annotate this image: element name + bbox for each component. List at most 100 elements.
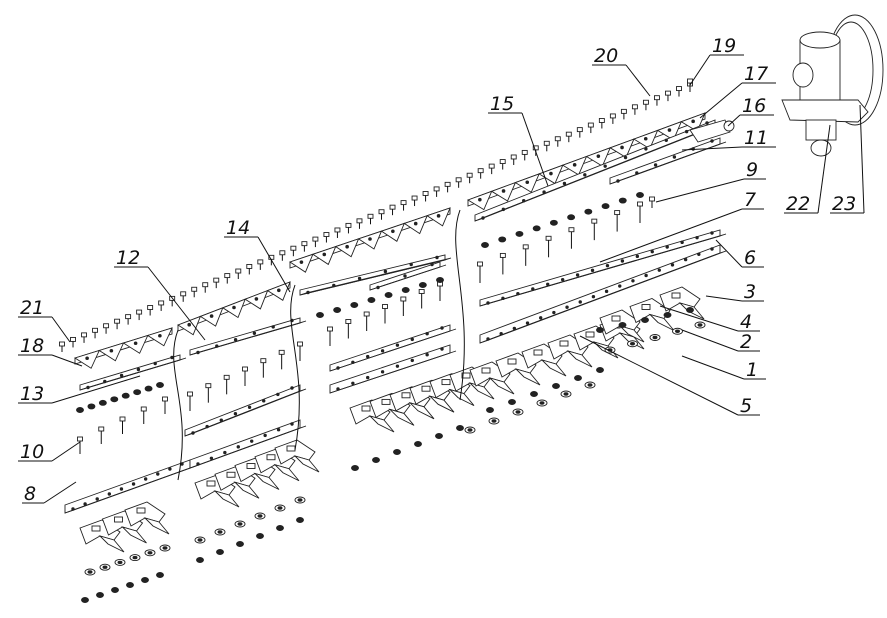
washer [214, 528, 226, 536]
washer [464, 426, 476, 434]
washer [627, 340, 638, 348]
finger-bolt [382, 304, 388, 324]
finger-bolt [591, 218, 598, 241]
bar-12-edge [189, 320, 307, 356]
bar-11-edge [609, 141, 727, 185]
nut [296, 517, 304, 523]
nut [384, 292, 393, 298]
finger-tip [120, 526, 147, 544]
knife-bolt [433, 186, 440, 197]
washer [294, 496, 306, 504]
finger-tip [488, 377, 515, 395]
finger-bolt [568, 227, 575, 249]
break-line [290, 284, 300, 451]
bar-hole [351, 360, 355, 364]
finger-bolt [522, 244, 529, 266]
bar-hole [512, 326, 517, 331]
nut [418, 282, 427, 288]
bar-hole [644, 147, 648, 151]
knife-bolt [642, 99, 649, 111]
drive-unit-22 [781, 14, 884, 157]
finger-bolt [327, 326, 333, 346]
washer [144, 549, 156, 557]
bar-hole [672, 155, 677, 159]
leader-line [625, 64, 651, 97]
knife-bolt [246, 264, 253, 275]
knife-bolt [565, 131, 572, 143]
bar [329, 324, 457, 372]
rivet [525, 180, 530, 185]
knife-bolt [147, 305, 154, 316]
nut [601, 203, 610, 210]
washer-hole [297, 498, 303, 502]
leader-line [699, 82, 743, 119]
bar-hole [236, 445, 240, 449]
bar-hole [542, 190, 546, 194]
bar-hole [271, 325, 275, 329]
washer-hole [675, 329, 680, 333]
callout-number: 20 [594, 45, 618, 67]
bar-hole [710, 139, 714, 143]
callout-12: 12 [114, 247, 206, 341]
bar-hole [366, 354, 370, 359]
rivet [413, 221, 418, 226]
washer-hole [132, 555, 138, 560]
rivet [501, 189, 506, 193]
nut [236, 541, 244, 547]
bar-hole [590, 268, 595, 273]
leader-line [655, 178, 745, 203]
washer [254, 512, 266, 520]
bar-hole [410, 358, 414, 363]
nut [110, 396, 119, 403]
rivet [478, 197, 482, 202]
finger-slot [114, 516, 123, 523]
bar-hole [603, 164, 607, 168]
nut [686, 307, 694, 313]
nut [663, 312, 672, 318]
bar-hole [409, 262, 413, 267]
bar-hole [620, 259, 625, 263]
finger-tip [143, 517, 170, 535]
bar-hole [168, 467, 172, 471]
bar-hole [623, 155, 628, 160]
rivet [620, 145, 624, 150]
nut [367, 297, 376, 303]
callout-23: 23 [830, 104, 865, 215]
nut [456, 425, 464, 431]
knife-bolt [631, 104, 638, 115]
bar-hole [644, 273, 648, 278]
bar-hole [107, 492, 112, 496]
leader-line [705, 295, 743, 302]
bar-hole [525, 321, 530, 325]
finger-bolt [477, 261, 483, 283]
finger-tip [253, 472, 280, 490]
nut [532, 225, 541, 232]
callout-15: 15 [488, 93, 549, 187]
finger-slot [361, 405, 371, 412]
callout-21: 21 [18, 297, 71, 343]
leader-line [859, 104, 865, 214]
washer [672, 327, 683, 335]
washer [512, 408, 524, 416]
nut [596, 367, 604, 373]
bar-hole [665, 245, 669, 249]
washer [114, 558, 126, 566]
knife-bolt [676, 86, 682, 97]
washer-hole [162, 546, 168, 550]
callout-number: 17 [744, 63, 768, 85]
bar-hole [351, 381, 355, 385]
bar-hole [650, 249, 654, 254]
nut [641, 317, 649, 323]
nut [351, 465, 359, 471]
finger-bolt [187, 391, 193, 411]
callout-5: 5 [579, 335, 760, 417]
rivet [322, 252, 327, 257]
rivet [691, 119, 695, 124]
bar-hole [481, 216, 485, 220]
side-boss [792, 62, 814, 88]
bar-hole [425, 332, 429, 336]
bar-edge [299, 257, 452, 296]
bar-hole [618, 284, 622, 288]
bar-hole [191, 431, 195, 435]
callout-16: 16 [727, 95, 774, 127]
